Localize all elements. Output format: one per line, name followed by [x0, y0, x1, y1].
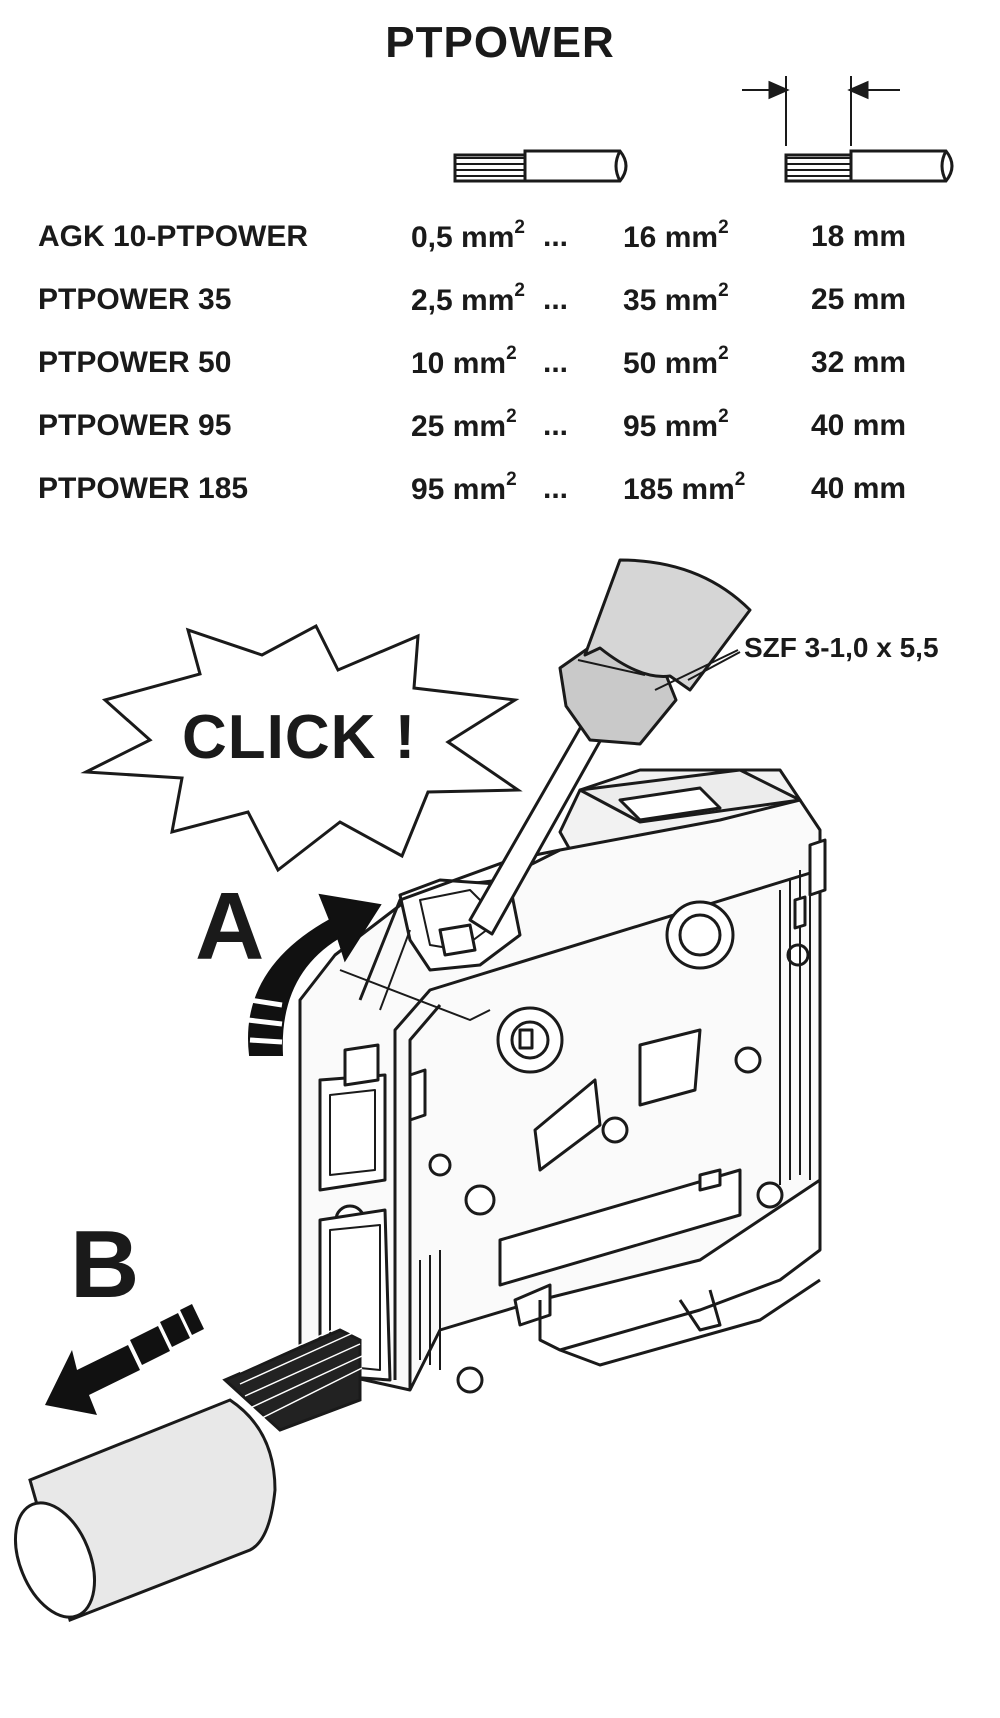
tool-label: SZF 3-1,0 x 5,5	[744, 632, 939, 663]
table-row: PTPOWER 35 2,5 mm2 ... 35 mm2 25 mm	[38, 280, 978, 346]
min-cross-section: 10 mm2	[411, 343, 517, 380]
header-icons	[453, 76, 954, 183]
range-ellipsis: ...	[543, 220, 569, 253]
arrow-b-icon	[45, 1304, 204, 1415]
arrow-a-icon	[247, 893, 382, 1056]
strip-length: 32 mm	[811, 346, 907, 379]
table-row: PTPOWER 50 10 mm2 ... 50 mm2 32 mm	[38, 343, 978, 409]
step-a-label: A	[195, 873, 265, 980]
table-row: PTPOWER 185 95 mm2 ... 185 mm2 40 mm	[38, 469, 978, 535]
click-burst-icon	[80, 623, 523, 873]
product-name: PTPOWER 185	[38, 472, 249, 505]
min-cross-section: 95 mm2	[411, 469, 517, 506]
tool-label-leader	[654, 649, 739, 691]
click-label: CLICK !	[182, 703, 417, 772]
product-name: PTPOWER 35	[38, 283, 232, 316]
spec-table: AGK 10-PTPOWER 0,5 mm2 ... 16 mm2 18 mm …	[38, 217, 978, 535]
strip-length: 18 mm	[811, 220, 907, 253]
strip-length: 40 mm	[811, 409, 907, 442]
range-ellipsis: ...	[543, 472, 569, 505]
table-row: AGK 10-PTPOWER 0,5 mm2 ... 16 mm2 18 mm	[38, 217, 978, 283]
strip-length-icon	[742, 76, 954, 183]
screwdriver-icon	[468, 558, 752, 936]
page-title: PTPOWER	[385, 18, 615, 67]
product-name: PTPOWER 95	[38, 409, 232, 442]
cable	[14, 1319, 363, 1622]
range-ellipsis: ...	[543, 409, 569, 442]
table-row: PTPOWER 95 25 mm2 ... 95 mm2 40 mm	[38, 406, 978, 472]
min-cross-section: 25 mm2	[411, 406, 517, 443]
strip-length: 25 mm	[811, 283, 907, 316]
max-cross-section: 50 mm2	[623, 343, 729, 380]
strip-length: 40 mm	[811, 472, 907, 505]
step-b-label: B	[70, 1211, 140, 1318]
product-name: PTPOWER 50	[38, 346, 232, 379]
product-name: AGK 10-PTPOWER	[38, 220, 309, 253]
max-cross-section: 16 mm2	[623, 217, 729, 254]
range-ellipsis: ...	[543, 283, 569, 316]
max-cross-section: 35 mm2	[623, 280, 729, 317]
max-cross-section: 95 mm2	[623, 406, 729, 443]
max-cross-section: 185 mm2	[623, 469, 746, 506]
terminal-block	[298, 768, 827, 1394]
min-cross-section: 2,5 mm2	[411, 280, 525, 317]
min-cross-section: 0,5 mm2	[411, 217, 525, 254]
range-ellipsis: ...	[543, 346, 569, 379]
wire-cross-section-icon	[453, 149, 628, 183]
